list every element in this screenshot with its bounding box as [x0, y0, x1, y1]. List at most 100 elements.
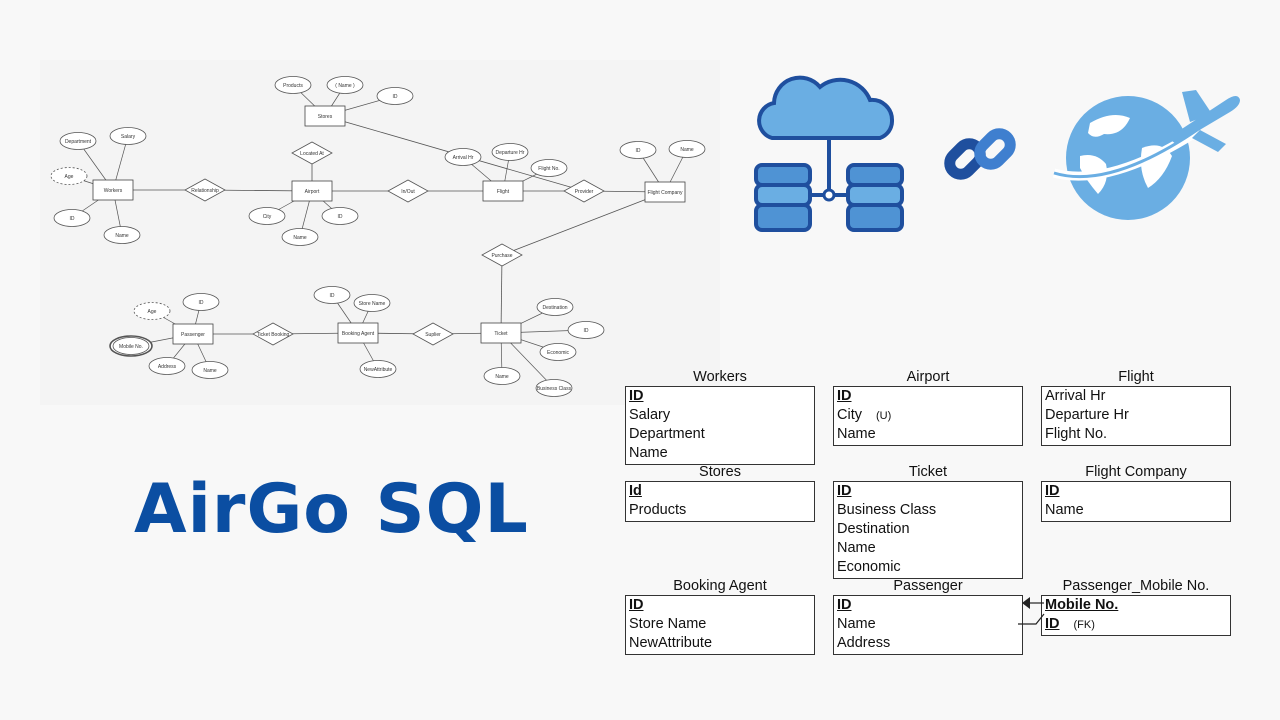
table-field: Flight No. [1045, 426, 1108, 442]
table-name: Passenger_Mobile No. [1062, 578, 1210, 594]
er-entity-label: Ticket [494, 331, 508, 337]
er-attribute-label: Products [283, 83, 303, 89]
primary-key-field: ID [629, 388, 644, 404]
er-attribute [483, 367, 521, 385]
table-name: Flight [1118, 369, 1154, 385]
er-attribute-label: Name [495, 374, 509, 380]
er-attribute [359, 360, 397, 378]
table-field: Business Class [837, 502, 937, 518]
er-relationship [563, 179, 605, 203]
er-attribute-label: ID [70, 216, 75, 222]
er-attribute [567, 321, 605, 339]
er-attribute-label: ID [584, 328, 589, 334]
er-attribute [50, 167, 88, 185]
er-attribute-label: Flight No. [538, 166, 559, 172]
er-entity [291, 180, 333, 202]
er-attribute-label: Name [203, 368, 217, 374]
er-relationship-label: Purchase [491, 253, 512, 259]
er-attribute [53, 209, 91, 227]
primary-key-field: ID [837, 388, 852, 404]
table-field: Store Name [629, 616, 707, 632]
er-attribute [536, 298, 574, 316]
er-attribute-label: ID [393, 94, 398, 100]
er-attribute-label: ID [330, 293, 335, 299]
table-field: Name [837, 426, 876, 442]
er-attribute [281, 228, 319, 246]
table-field: Name [837, 616, 876, 632]
er-attribute [539, 343, 577, 361]
primary-key-field: ID [629, 597, 644, 613]
table-field: Products [629, 502, 687, 518]
er-attribute [133, 302, 171, 320]
er-line [500, 254, 503, 334]
er-attribute [182, 293, 220, 311]
table-name: Stores [699, 464, 741, 480]
er-attribute-label: Name [293, 235, 307, 241]
er-relationship-label: Relationship [191, 188, 219, 194]
er-attribute-label: Age [148, 309, 157, 315]
er-attribute [491, 143, 529, 161]
er-attribute-label: Name [115, 233, 129, 239]
table-name: Ticket [908, 464, 948, 480]
primary-key-field: ID [837, 483, 852, 499]
field-note: (U) [875, 410, 892, 422]
er-attribute [326, 76, 364, 94]
er-attribute-label: Departure Hr [496, 150, 525, 156]
er-attribute-label: Age [65, 174, 74, 180]
er-attribute-label: Salary [121, 134, 136, 140]
er-entity [482, 180, 524, 202]
er-entity-label: Airport [305, 189, 320, 195]
er-attribute [444, 148, 482, 166]
er-attribute-label: Economic [547, 350, 569, 356]
er-attribute [248, 207, 286, 225]
field-note: (FK) [1073, 619, 1095, 631]
er-attribute [112, 337, 150, 355]
table-field: Economic [837, 559, 901, 575]
er-entity-label: Passenger [181, 332, 205, 338]
primary-key-field: Id [629, 483, 642, 499]
primary-key-field: ID [1045, 483, 1060, 499]
er-attribute [321, 207, 359, 225]
er-relationship [291, 141, 333, 165]
er-attribute-label: Destination [542, 305, 567, 311]
er-attribute-label: ( Name ) [335, 83, 355, 89]
er-attribute [148, 357, 186, 375]
cloud-database-icon [754, 75, 904, 232]
er-attribute [274, 76, 312, 94]
table-field: Salary [629, 407, 671, 423]
er-entity-label: Booking Agent [342, 331, 375, 337]
er-attribute [103, 226, 141, 244]
table-name: Airport [906, 369, 950, 385]
table-field: City(U) [837, 407, 892, 423]
er-attribute [191, 361, 229, 379]
er-attribute [59, 132, 97, 150]
app-title: AirGo SQL [134, 470, 529, 549]
er-relationship-label: Provider [575, 189, 594, 195]
er-attribute-label: Department [65, 139, 92, 145]
er-relationship [481, 243, 523, 267]
er-entity [644, 181, 686, 203]
table-name: Flight Company [1085, 464, 1187, 480]
table-field: NewAttribute [629, 635, 713, 651]
er-relationship [184, 178, 226, 202]
er-background [40, 60, 720, 405]
er-relationship-label: Suplier [425, 332, 441, 338]
globe-airplane-icon [1052, 90, 1240, 220]
er-attribute [313, 286, 351, 304]
er-attribute [353, 294, 391, 312]
primary-key-field: ID [837, 597, 852, 613]
er-entity [92, 179, 134, 201]
